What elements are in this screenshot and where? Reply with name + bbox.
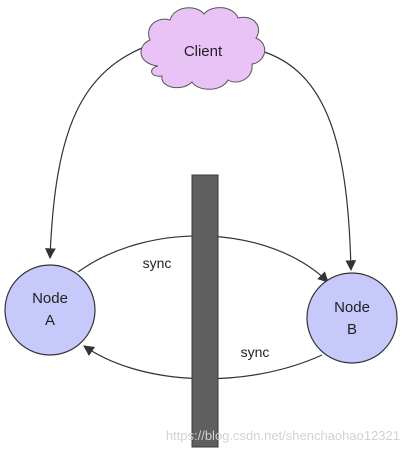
sync-label-top: sync [143,255,172,271]
arrow-client-to-node-b [257,49,357,272]
watermark-text: https://blog.csdn.net/shenchaohao12321 [166,428,400,443]
node-a-label-line2: A [45,312,55,329]
arrow-client-to-node-a [44,43,153,260]
partition-wall [191,174,219,448]
node-b-circle [306,272,398,364]
node-a: Node A [4,264,96,356]
node-a-circle [4,264,96,356]
node-b: Node B [306,272,398,364]
client-label: Client [184,43,223,60]
sync-label-bottom: sync [241,344,270,360]
cloud-shape [140,7,266,90]
node-a-label-line1: Node [32,290,68,307]
client-cloud: Client [140,7,266,90]
node-b-label-line1: Node [334,299,370,316]
node-b-label-line2: B [347,321,357,338]
